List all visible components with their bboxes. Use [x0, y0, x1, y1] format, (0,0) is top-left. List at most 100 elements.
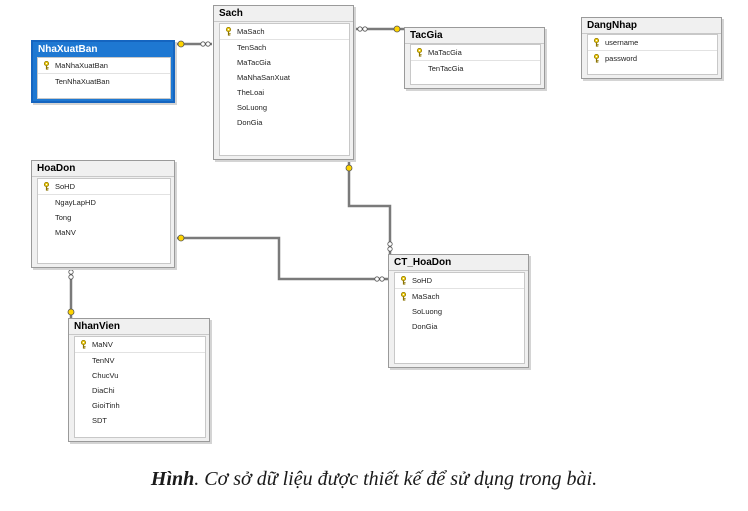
- table-title: HoaDon: [32, 161, 174, 177]
- infinity-end-icon: [200, 41, 206, 47]
- column-row[interactable]: GioiTinh: [75, 398, 205, 413]
- column-row[interactable]: SoHD: [395, 273, 524, 289]
- column-row[interactable]: MaTacGia: [220, 55, 349, 70]
- column-name: TheLoai: [237, 88, 265, 97]
- infinity-end-icon: [387, 246, 393, 252]
- infinity-end-icon: [374, 276, 380, 282]
- column-row[interactable]: SoLuong: [395, 304, 524, 319]
- column-name: GioiTinh: [92, 401, 120, 410]
- column-name: MaTacGia: [237, 58, 271, 67]
- column-name: SoLuong: [412, 307, 443, 316]
- infinity-end-icon: [68, 274, 74, 280]
- column-row[interactable]: DonGia: [220, 115, 349, 130]
- caption-text: . Cơ sở dữ liệu được thiết kế để sử dụng…: [194, 468, 598, 490]
- column-row[interactable]: TenTacGia: [411, 61, 540, 76]
- column-name: SDT: [92, 416, 107, 425]
- table-title: NhanVien: [69, 319, 209, 335]
- column-name: Tong: [55, 213, 72, 222]
- table-title: DangNhap: [582, 18, 721, 34]
- column-list: username password: [587, 34, 718, 75]
- infinity-end-icon: [379, 276, 385, 282]
- column-name: username: [605, 38, 639, 47]
- column-row[interactable]: password: [588, 51, 717, 66]
- infinity-end-icon: [68, 269, 74, 275]
- column-row[interactable]: SoLuong: [220, 100, 349, 115]
- column-name: MaSach: [237, 27, 265, 36]
- column-name: DonGia: [237, 118, 263, 127]
- column-name: MaNV: [92, 340, 113, 349]
- key-end-icon: [345, 164, 353, 172]
- column-name: MaNV: [55, 228, 76, 237]
- column-name: ChucVu: [92, 371, 119, 380]
- column-row[interactable]: TheLoai: [220, 85, 349, 100]
- column-row[interactable]: MaNhaXuatBan: [38, 58, 170, 74]
- column-name: DonGia: [412, 322, 438, 331]
- column-row[interactable]: SDT: [75, 413, 205, 428]
- column-name: MaNhaSanXuat: [237, 73, 290, 82]
- column-name: SoHD: [55, 182, 76, 191]
- column-row[interactable]: username: [588, 35, 717, 51]
- table-title: NhaXuatBan: [38, 44, 98, 55]
- primary-key-icon: [43, 182, 50, 191]
- table-title: TacGia: [405, 28, 544, 44]
- column-row[interactable]: MaSach: [220, 24, 349, 40]
- column-name: SoHD: [412, 276, 433, 285]
- infinity-end-icon: [387, 241, 393, 247]
- column-row[interactable]: SoHD: [38, 179, 170, 195]
- column-row[interactable]: NgayLapHD: [38, 195, 170, 210]
- figure-caption: Hình. Cơ sở dữ liệu được thiết kế để sử …: [0, 468, 748, 491]
- column-row[interactable]: MaNV: [75, 337, 205, 353]
- primary-key-icon: [593, 38, 600, 47]
- column-row[interactable]: ChucVu: [75, 368, 205, 383]
- column-row[interactable]: MaNV: [38, 225, 170, 240]
- column-row[interactable]: TenNhaXuatBan: [38, 74, 170, 89]
- column-row[interactable]: TenNV: [75, 353, 205, 368]
- column-row[interactable]: MaSach: [395, 289, 524, 304]
- key-end-icon: [177, 40, 185, 48]
- column-name: TenTacGia: [428, 64, 464, 73]
- key-end-icon: [67, 308, 75, 316]
- column-name: TenNhaXuatBan: [55, 77, 110, 86]
- column-row[interactable]: Tong: [38, 210, 170, 225]
- infinity-end-icon: [205, 41, 211, 47]
- primary-key-icon: [416, 48, 423, 57]
- primary-key-icon: [400, 276, 407, 285]
- column-row[interactable]: TenSach: [220, 40, 349, 55]
- infinity-end-icon: [357, 26, 363, 32]
- column-name: TenNV: [92, 356, 115, 365]
- column-name: TenSach: [237, 43, 267, 52]
- primary-key-icon: [225, 27, 232, 36]
- column-row[interactable]: MaNhaSanXuat: [220, 70, 349, 85]
- column-name: SoLuong: [237, 103, 268, 112]
- table-title: CT_HoaDon: [389, 255, 528, 271]
- column-name: MaSach: [412, 292, 440, 301]
- column-name: MaTacGia: [428, 48, 462, 57]
- infinity-end-icon: [362, 26, 368, 32]
- table-dangnhap[interactable]: DangNhap username password: [581, 17, 722, 79]
- column-name: MaNhaXuatBan: [55, 61, 108, 70]
- column-row[interactable]: MaTacGia: [411, 45, 540, 61]
- column-row[interactable]: DonGia: [395, 319, 524, 334]
- key-end-icon: [177, 234, 185, 242]
- relationship-hoadon-cthoadon[interactable]: [175, 236, 388, 281]
- caption-label: Hình: [150, 468, 195, 490]
- column-row[interactable]: DiaChi: [75, 383, 205, 398]
- primary-key-icon: [80, 340, 87, 349]
- key-end-icon: [393, 25, 401, 33]
- column-name: DiaChi: [92, 386, 115, 395]
- relationship-sach-cthoadon[interactable]: [347, 160, 392, 254]
- primary-key-icon: [43, 61, 50, 70]
